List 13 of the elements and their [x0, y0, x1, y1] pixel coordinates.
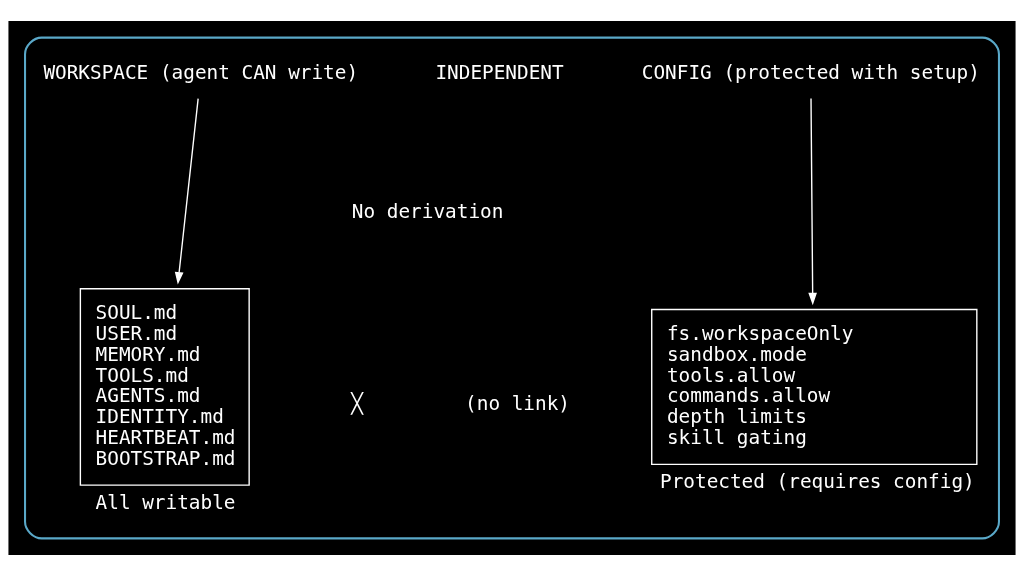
- label: (no link): [465, 392, 570, 416]
- node-text: CONFIG (protected with setup): [641, 60, 980, 84]
- node-box: SOUL.md USER.md MEMORY.md TOOLS.md AGENTS.md IDENTITY.md HEARTBEAT.md BOOTSTRAP.md: [79, 288, 250, 486]
- node-label: Protected (requires config): [660, 470, 975, 494]
- node-box: fs.workspaceOnly sandbox.mode tools.allow commands.allow depth limits skill gating: [651, 308, 978, 466]
- node-label: All writable: [95, 490, 236, 514]
- label: ╳: [351, 392, 363, 416]
- label: No derivation: [351, 200, 504, 224]
- arrow: [174, 97, 199, 285]
- arrow: [808, 97, 817, 306]
- node-text: WORKSPACE (agent CAN write): [43, 60, 359, 84]
- cluster: [24, 36, 1000, 540]
- label: INDEPENDENT: [435, 60, 564, 84]
